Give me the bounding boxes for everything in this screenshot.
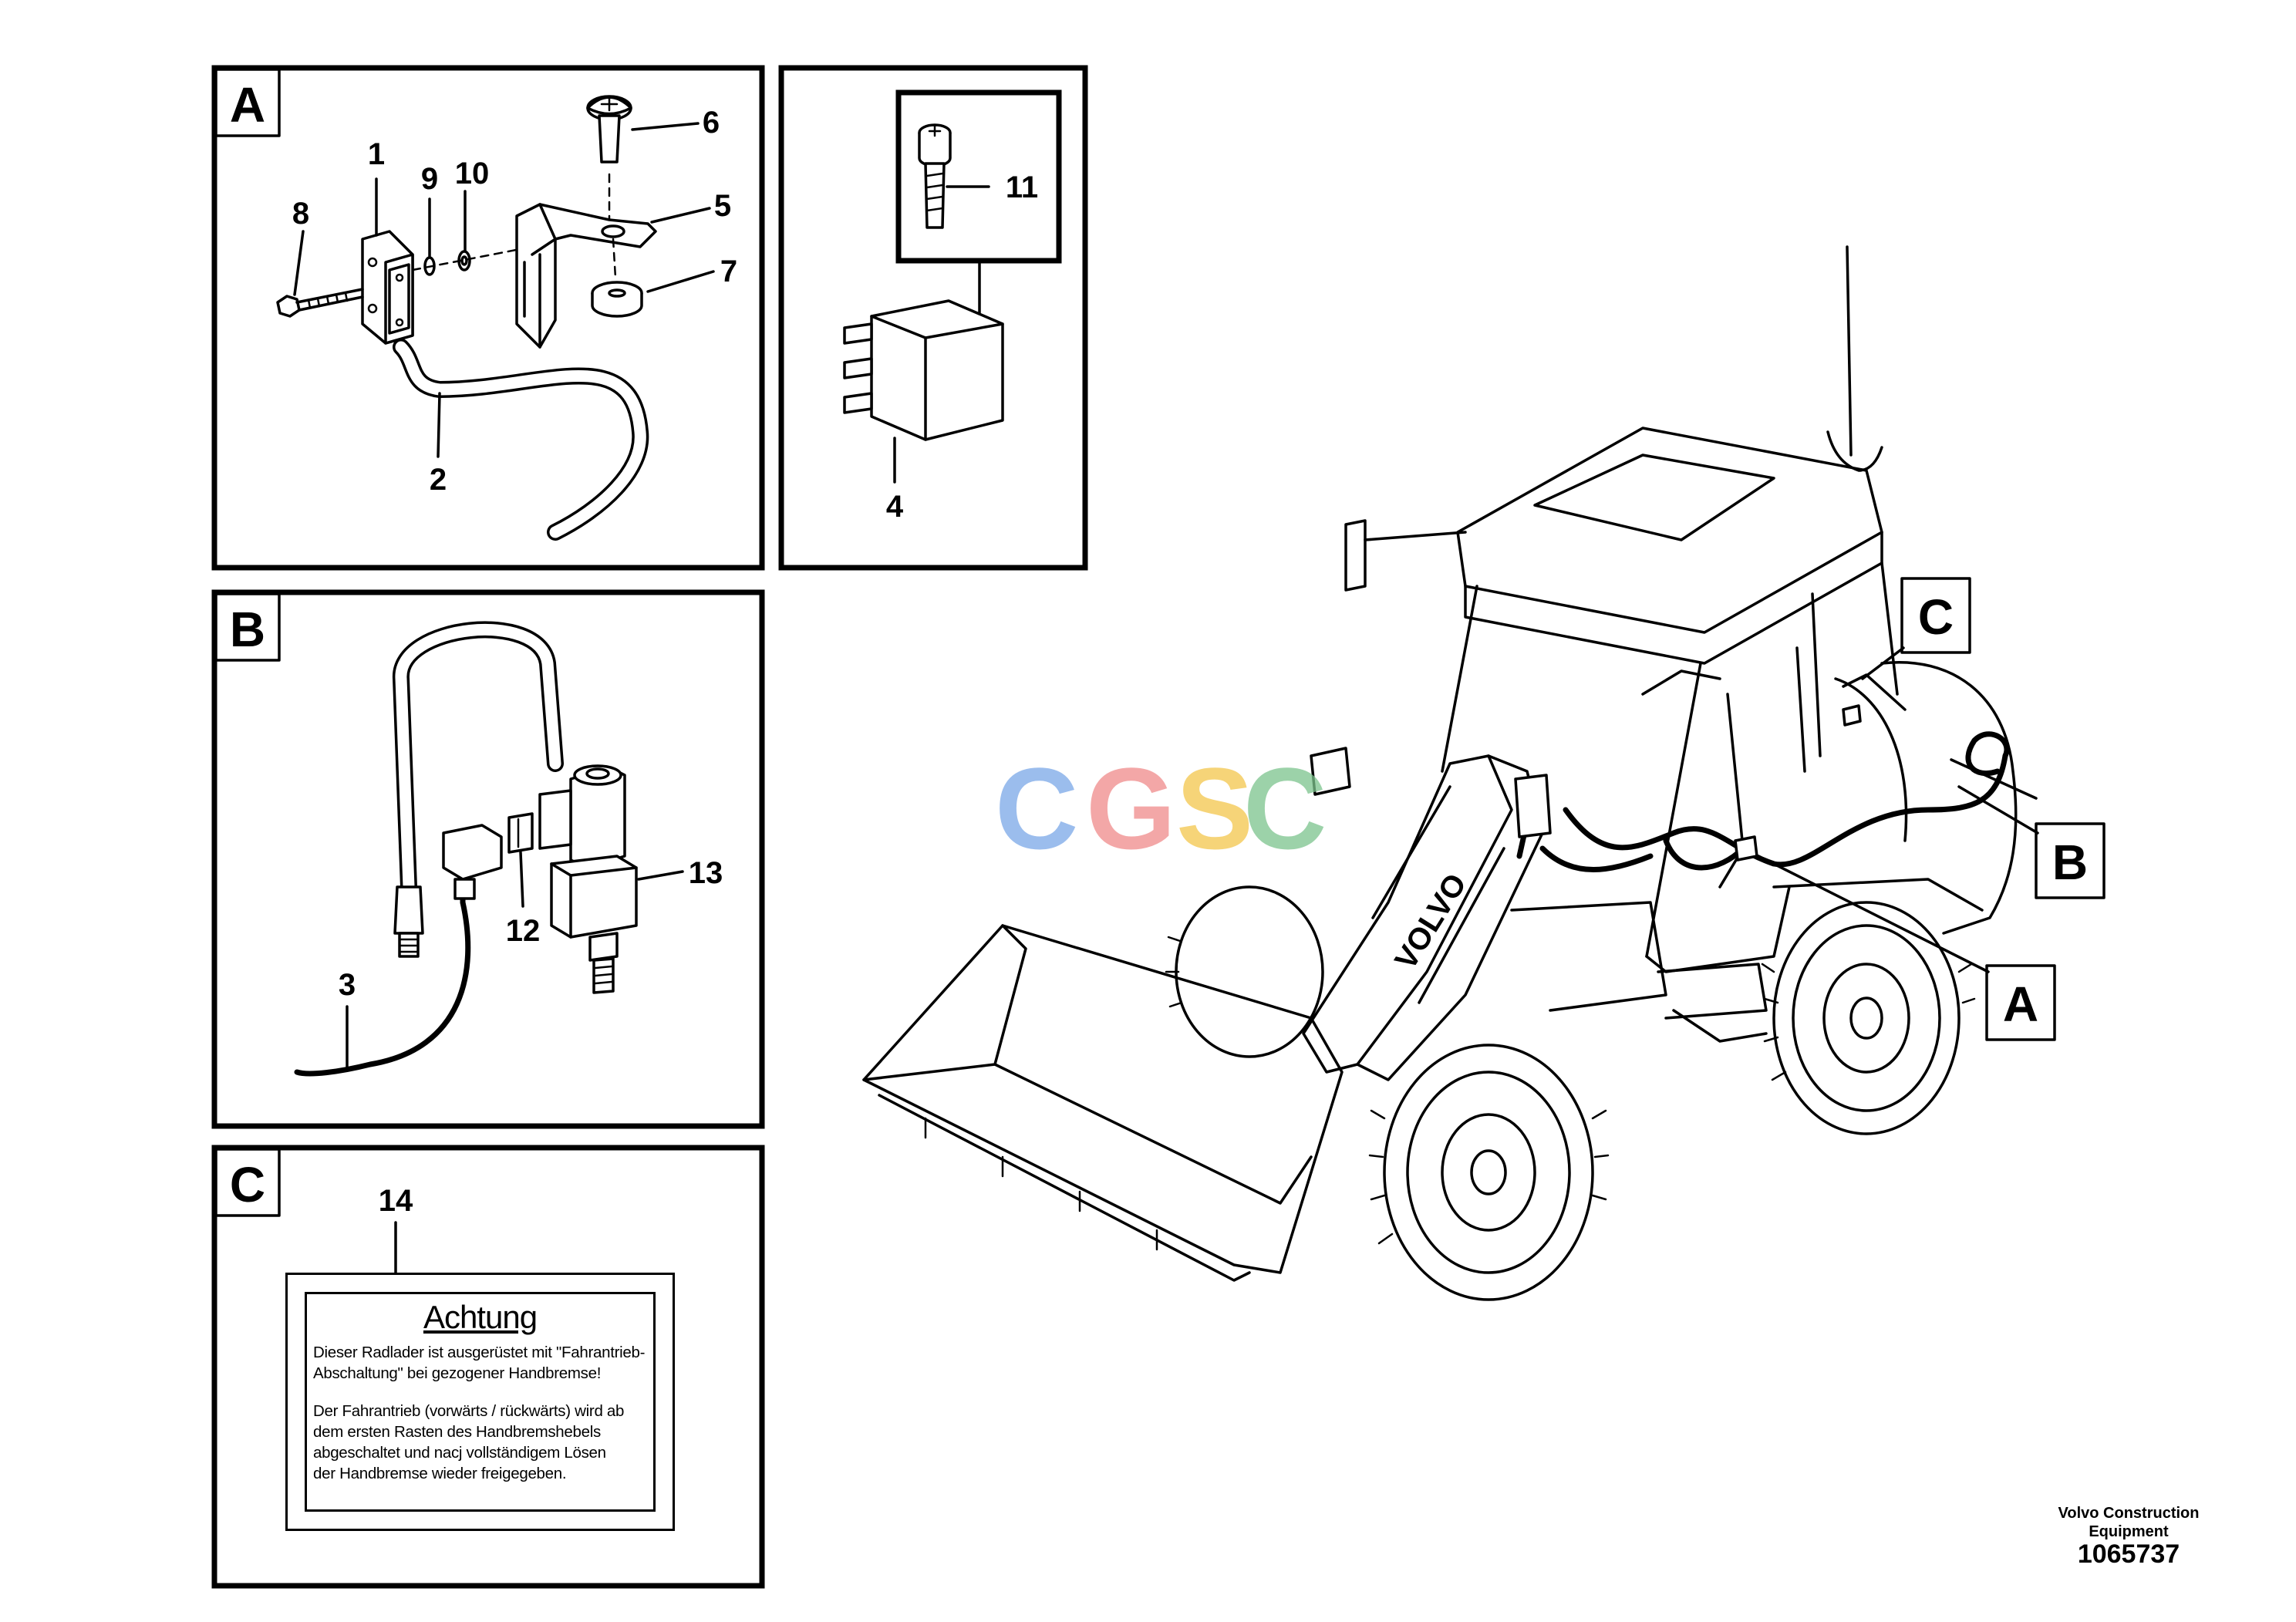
panel-relay: 11 4 — [778, 65, 1088, 571]
watermark-letter-3: S — [1176, 744, 1253, 873]
decal-para2-line1: Der Fahrantrieb (vorwärts / rückwärts) w… — [313, 1402, 625, 1420]
locator-c: C — [1842, 577, 1971, 711]
panel-a-letter: A — [230, 77, 265, 133]
locator-b: B — [1950, 758, 2106, 899]
callout-6: 6 — [703, 106, 720, 140]
brand-line-1: Volvo Construction — [2058, 1505, 2200, 1522]
brand-line-2: Equipment — [2089, 1523, 2169, 1540]
warning-decal-inner: Achtung Dieser Radlader ist ausgerüstet … — [305, 1292, 656, 1512]
decal-para2-line4: der Handbremse wieder freigegeben. — [313, 1465, 567, 1482]
callout-9: 9 — [421, 162, 438, 196]
locator-b-letter: B — [2052, 835, 2088, 890]
locator-c-letter: C — [1918, 589, 1954, 645]
boom-lettering: VOLVO — [1388, 868, 1473, 976]
callout-14: 14 — [379, 1184, 413, 1218]
callout-2: 2 — [430, 463, 447, 497]
brand-credit: Volvo Construction Equipment — [2021, 1504, 2237, 1541]
watermark-letter-4: C — [1243, 744, 1327, 873]
watermark-letter-1: C — [995, 744, 1078, 873]
warning-decal: Achtung Dieser Radlader ist ausgerüstet … — [285, 1273, 675, 1531]
panel-b-letter: B — [230, 602, 265, 657]
callout-8: 8 — [292, 197, 309, 231]
panel-a: A — [211, 65, 765, 571]
callout-5: 5 — [714, 189, 731, 223]
callout-10: 10 — [455, 157, 490, 191]
decal-title: Achtung — [423, 1299, 538, 1335]
callout-11: 11 — [1006, 170, 1038, 204]
decal-para1-line2: Abschaltung" bei gezogener Handbremse! — [313, 1364, 602, 1382]
watermark-letter-2: G — [1086, 744, 1176, 873]
callout-1: 1 — [368, 137, 385, 171]
callout-7: 7 — [720, 255, 737, 288]
panel-b: B 13 12 3 — [211, 589, 765, 1129]
callout-4: 4 — [886, 490, 904, 524]
callout-13: 13 — [689, 856, 723, 890]
locator-a-letter: A — [2003, 976, 2038, 1032]
decal-para2-line2: dem ersten Rasten des Handbremshebels — [313, 1423, 601, 1441]
panel-c-letter: C — [230, 1157, 265, 1212]
decal-para2-line3: abgeschaltet und nacj vollständigem Löse… — [313, 1444, 606, 1462]
callout-3: 3 — [339, 968, 356, 1002]
document-number: 1065737 — [2077, 1539, 2180, 1569]
locator-a: A — [1757, 855, 2056, 1041]
callout-12: 12 — [506, 914, 541, 948]
cgsc-watermark: C G S C — [995, 744, 1327, 873]
decal-para1-line1: Dieser Radlader ist ausgerüstet mit "Fah… — [313, 1344, 646, 1361]
